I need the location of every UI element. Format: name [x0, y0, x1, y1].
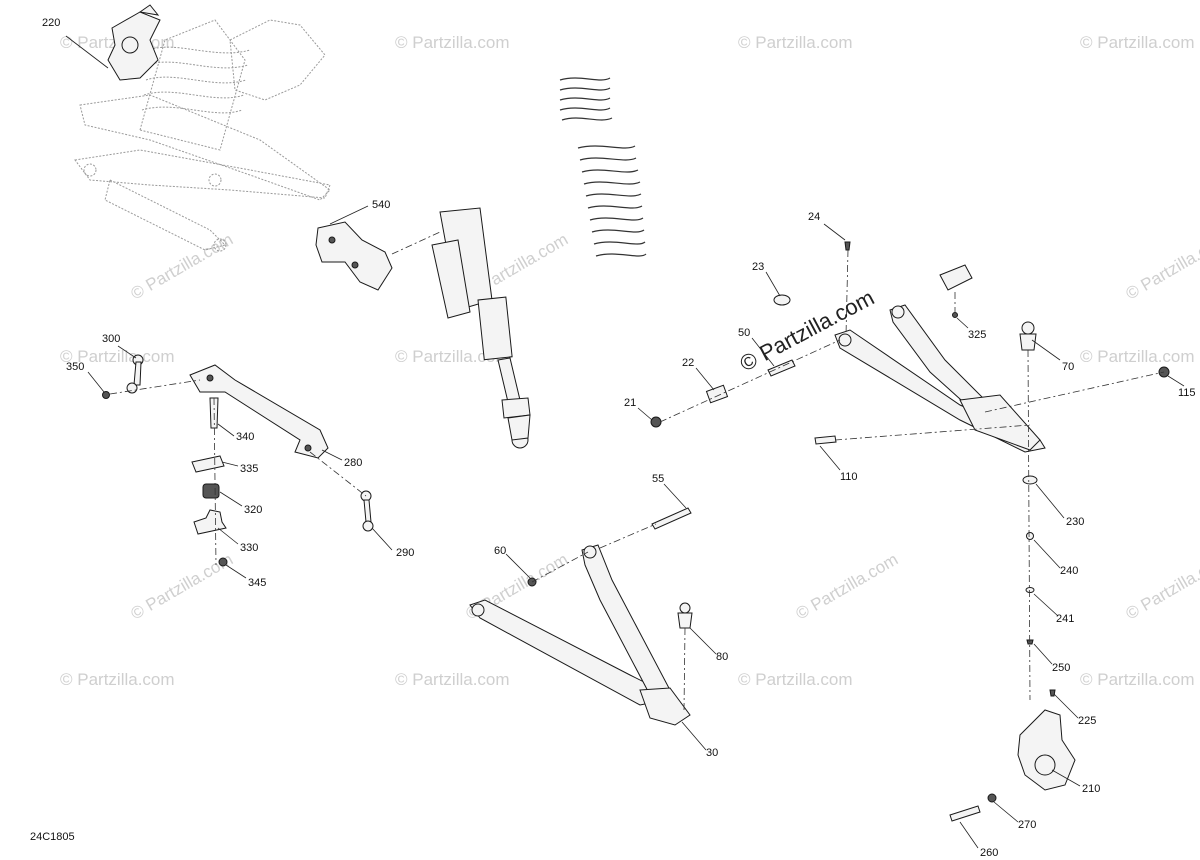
part-55-bolt: [651, 507, 692, 530]
part-70-ball-joint: [1019, 321, 1037, 351]
part-345-nut: [218, 557, 228, 567]
callout-335: 335: [240, 463, 258, 475]
shock-absorber: [431, 207, 531, 449]
callout-280: 280: [344, 457, 362, 469]
callout-270: 270: [1018, 819, 1036, 831]
part-325-screw: [939, 264, 973, 318]
callout-230: 230: [1066, 516, 1084, 528]
callout-80: 80: [716, 651, 728, 663]
callout-345: 345: [248, 577, 266, 589]
watermark: © Partzilla.com: [1080, 33, 1195, 52]
watermark: © Partzilla.com: [1080, 670, 1195, 689]
watermark: © Partzilla.com: [1080, 347, 1195, 366]
part-210-knuckle: [1017, 709, 1076, 791]
callout-labels: 220 540 24 23 50 22 21 325 70 115 110 30…: [42, 17, 1196, 859]
callout-240: 240: [1060, 565, 1078, 577]
watermark: © Partzilla.com: [793, 550, 902, 624]
callout-241: 241: [1056, 613, 1074, 625]
callout-325: 325: [968, 329, 986, 341]
leader-lines: [65, 35, 1185, 849]
watermark: © Partzilla.com: [395, 33, 510, 52]
part-320-bushing: [202, 483, 220, 499]
part-260-bolt: [949, 805, 981, 822]
coil-spring: [559, 77, 647, 257]
upper-a-arm: [834, 304, 1046, 453]
part-230-ring: [1022, 475, 1038, 485]
sway-bar-assembly: [189, 364, 329, 459]
part-24-grease-fitting: [844, 241, 851, 251]
alignment-lines: [109, 231, 1165, 711]
callout-21: 21: [624, 397, 636, 409]
part-270-nut: [987, 793, 997, 803]
callout-330: 330: [240, 542, 258, 554]
watermark: © Partzilla.com: [1123, 550, 1200, 624]
watermark: © Partzilla.com: [60, 347, 175, 366]
callout-250: 250: [1052, 662, 1070, 674]
callout-60: 60: [494, 545, 506, 557]
watermark: © Partzilla.com: [395, 347, 510, 366]
part-225-pin: [1049, 689, 1056, 697]
callout-110: 110: [840, 471, 858, 483]
part-240-nut: [1026, 532, 1034, 540]
watermark: © Partzilla.com: [1123, 230, 1200, 304]
callout-290: 290: [396, 547, 414, 559]
callout-220: 220: [42, 17, 60, 29]
part-30-lower-a-arm: [469, 544, 691, 726]
part-340-bolt: [209, 397, 219, 429]
watermark: © Partzilla.com: [128, 230, 237, 304]
callout-24: 24: [808, 211, 820, 223]
callout-300: 300: [102, 333, 120, 345]
callout-210: 210: [1082, 783, 1100, 795]
part-21-nut: [650, 416, 662, 428]
part-220-knuckle: [107, 4, 161, 81]
watermark-center: © Partzilla.com: [736, 285, 879, 377]
part-23-washer: [773, 294, 791, 306]
diagram-code: 24C1805: [30, 831, 75, 843]
callout-320: 320: [244, 504, 262, 516]
callout-340: 340: [236, 431, 254, 443]
watermark: © Partzilla.com: [738, 33, 853, 52]
callout-540: 540: [372, 199, 390, 211]
part-290-link: [360, 490, 374, 532]
callout-350: 350: [66, 361, 84, 373]
callout-30: 30: [706, 747, 718, 759]
part-540-bracket: [315, 221, 393, 291]
callout-55: 55: [652, 473, 664, 485]
callout-50: 50: [738, 327, 750, 339]
part-350-nut: [102, 391, 110, 399]
part-250-pin: [1026, 639, 1034, 645]
part-241-washer: [1025, 587, 1035, 593]
part-22-sleeve: [705, 384, 729, 404]
part-80-ball-joint: [677, 602, 693, 629]
reference-assembly: [74, 19, 331, 252]
callout-22: 22: [682, 357, 694, 369]
watermark: © Partzilla.com: [395, 670, 510, 689]
callout-23: 23: [752, 261, 764, 273]
callout-260: 260: [980, 847, 998, 859]
watermark: © Partzilla.com: [60, 670, 175, 689]
callout-225: 225: [1078, 715, 1096, 727]
callout-70: 70: [1062, 361, 1074, 373]
part-110-bolt: [814, 435, 837, 445]
watermark: © Partzilla.com: [738, 670, 853, 689]
callout-115: 115: [1178, 387, 1196, 399]
part-335-clamp: [191, 455, 225, 473]
